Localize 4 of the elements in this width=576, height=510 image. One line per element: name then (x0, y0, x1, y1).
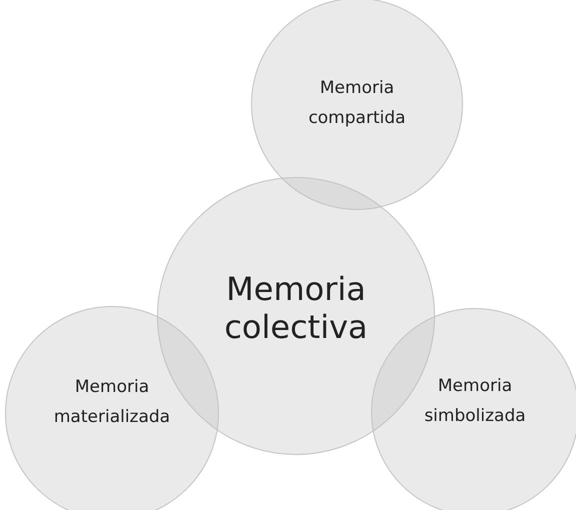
circle-label: Memoria compartida (307, 77, 407, 130)
circle-label: Memoria colectiva (223, 270, 369, 346)
circle-label: Memoria simbolizada (423, 375, 527, 428)
circle-label: Memoria materializada (52, 376, 172, 429)
